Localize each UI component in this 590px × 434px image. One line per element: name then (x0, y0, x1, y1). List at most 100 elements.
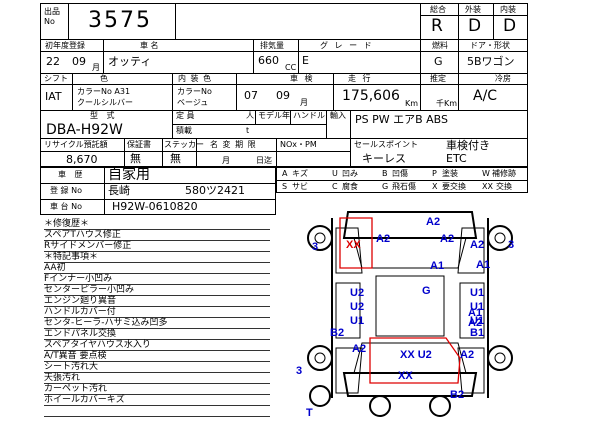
estimate-label: 推定 (430, 74, 446, 83)
cc-unit: CC (285, 63, 297, 72)
interior-grade-label: 内装 (500, 5, 516, 14)
legend-code: C (332, 182, 338, 191)
reg-label: 初年度登録 (45, 41, 85, 50)
model-label: 型 式 (90, 111, 118, 120)
note-line: ＊修復歴＊ (44, 219, 90, 229)
note-line: ホイールカバーキズ (44, 395, 125, 405)
note-line: センタ-ヒーラ-ハサミ込み凹多 (44, 318, 168, 328)
legend-code: P (432, 169, 437, 178)
equipment-value: PS PW エアB ABS (355, 113, 449, 126)
legend-text: 凹み (342, 169, 358, 178)
grade-value: E (302, 54, 309, 67)
note-line: スペアTハウス修正 (44, 230, 121, 240)
shift-value: IAT (45, 90, 62, 103)
damage-mark: A1 (468, 307, 482, 319)
note-line: A/T異音 要点検 (44, 351, 107, 361)
damage-mark: 3 (508, 239, 514, 251)
damage-mark: U1 (470, 301, 484, 313)
history-box (40, 167, 276, 215)
damage-mark: XX (398, 370, 413, 382)
damage-mark: A2 (352, 343, 366, 355)
mileage-label: 走 行 (348, 74, 373, 83)
exterior-grade-label: 外装 (465, 5, 481, 14)
damage-mark: XX (346, 239, 361, 251)
estimate-unit: 千Km (436, 99, 458, 108)
change-label: 名 変 期 限 (210, 140, 257, 149)
damage-mark: 3 (312, 241, 318, 253)
fuel-label: 燃料 (432, 41, 448, 50)
legend-text: 腐食 (342, 182, 358, 191)
interior-color-name: ベージュ (177, 98, 209, 107)
interior-grade: D (503, 16, 517, 36)
inspection-label: 車 検 (290, 74, 315, 83)
sales-label: セールスポイント (354, 140, 418, 149)
ac-value: A/C (473, 88, 498, 104)
number-plate: 580ツ2421 (185, 184, 245, 197)
note-line: AA初 (44, 263, 66, 273)
frame-value: H92W-0610820 (112, 200, 198, 213)
lot-label: 出品 No (44, 7, 60, 26)
damage-mark: XX U2 (400, 349, 432, 361)
damage-mark: A2 (376, 233, 390, 245)
change-month-unit: 月 (222, 156, 230, 165)
ac-label: 冷房 (495, 74, 511, 83)
warranty-label: 保証書 (127, 140, 151, 149)
note-line: カーペット汚れ (44, 384, 108, 394)
legend-text: 要交換 (442, 182, 466, 191)
inspection-year: 07 (244, 89, 258, 102)
damage-mark: 3 (296, 365, 302, 377)
damage-mark: A1 (476, 259, 490, 271)
legend-text: 補修跡 (492, 169, 516, 178)
mileage-value: 175,606 (342, 88, 400, 104)
inspection-month-unit: 月 (300, 98, 308, 107)
damage-mark: G (422, 285, 431, 297)
number-region: 長崎 (108, 184, 130, 197)
shift-label: シフト (44, 74, 68, 83)
exterior-grade: D (468, 16, 482, 36)
frame-label: 車 台 No (50, 202, 82, 211)
note-line: Rサイドメンバー修正 (44, 241, 132, 251)
legend-text: 交換 (496, 182, 512, 191)
note-line: ハンドルカバー付 (44, 307, 116, 317)
note-line: エンジン廻り異音 (44, 296, 117, 306)
keyless: キーレス (362, 152, 406, 165)
note-line: エンドパネル交換 (44, 329, 117, 339)
sales-point: 車検付き (446, 139, 490, 152)
damage-mark: U1 (350, 315, 364, 327)
lot-number: 3575 (88, 8, 152, 33)
legend-code: A (282, 169, 288, 178)
damage-mark: B1 (470, 327, 484, 339)
fuel-value: G (434, 55, 443, 68)
damage-mark: A2 (470, 239, 484, 251)
reg-month-unit: 月 (92, 63, 100, 72)
damage-mark: A2 (426, 216, 440, 228)
model-value: DBA-H92W (46, 122, 123, 138)
car-damage-diagram: A2 A2 3 XX A2 A2 3 A1 A1 G U2 U1 U2 U1 U… (296, 211, 514, 419)
history-value: 自家用 (108, 167, 150, 183)
damage-mark: A2 (460, 349, 474, 361)
damage-mark: U1 (470, 287, 484, 299)
legend-code: S (282, 182, 288, 191)
note-line: ＊特記事項＊ (44, 252, 99, 262)
damage-marks: A2 A2 3 XX A2 A2 3 A1 A1 G U2 U1 U2 U1 U… (296, 216, 514, 419)
damage-mark: U1 (470, 315, 484, 327)
car-outline (307, 211, 513, 417)
legend-text: サビ (292, 182, 308, 191)
model-year-label: モデル年 (258, 111, 290, 120)
note-line: Fインナー小凹み (44, 274, 113, 284)
reg-year: 22 (46, 55, 60, 68)
grade-label: グ レ ー ド (320, 41, 374, 50)
legend-text: キズ (292, 169, 308, 178)
number-label: 登 録 No (50, 186, 82, 195)
note-line: スペアタイヤハウス水入り (44, 340, 151, 350)
door-label: ドア・形状 (470, 41, 510, 50)
legend-code: XX (482, 182, 493, 191)
load-unit: t (246, 126, 250, 135)
legend-code: U (332, 169, 338, 178)
car-name: オッティ (108, 55, 152, 68)
total-grade-label: 総合 (430, 5, 446, 14)
note-line: センターピラー小凹み (44, 285, 135, 295)
warranty-value: 無 (130, 152, 141, 165)
damage-mark: T (306, 407, 313, 419)
nox-label: NOx・PM (280, 140, 317, 149)
